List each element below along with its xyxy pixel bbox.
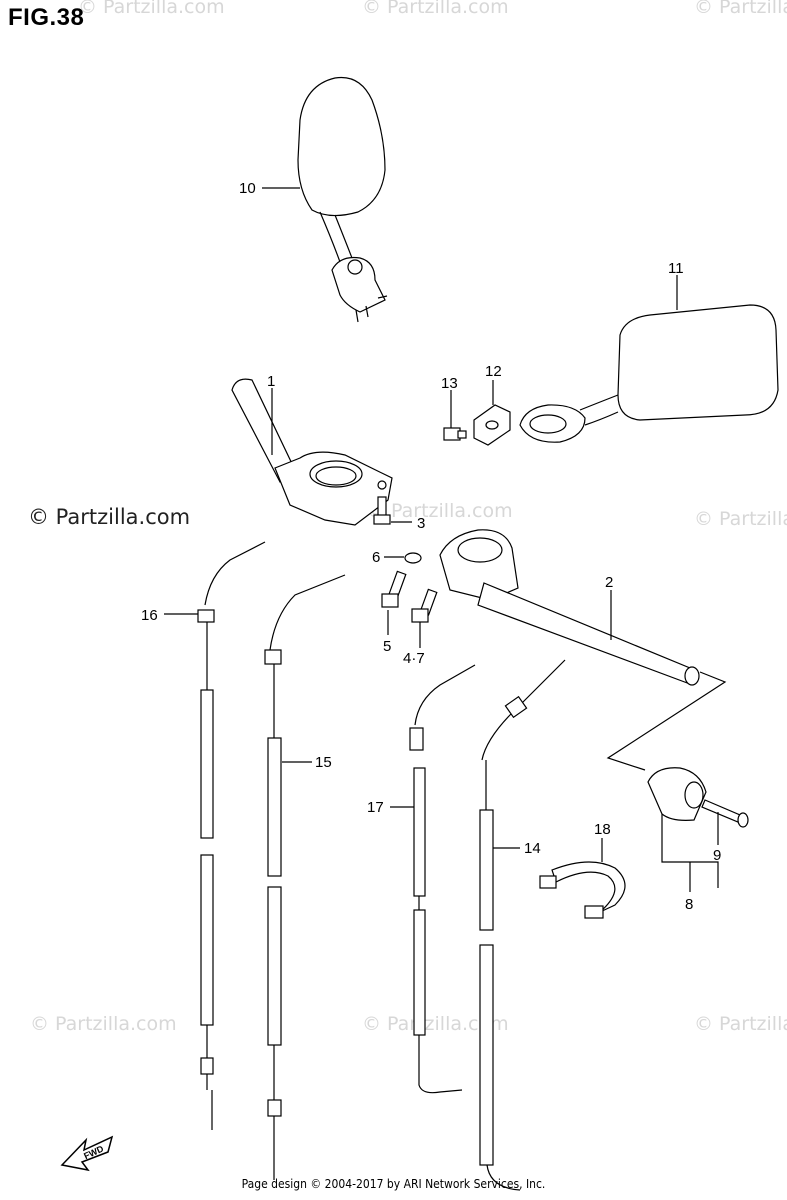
- leader-lines: [164, 187, 727, 892]
- brand-watermark: © Partzilla.com: [28, 505, 191, 529]
- callout-3: 3: [417, 515, 425, 532]
- callout-13: 13: [441, 375, 458, 392]
- callout-18: 18: [594, 821, 611, 838]
- watermark: © Partzilla: [694, 0, 787, 18]
- callouts: 10 11 1 13 12 3 6 5 4·7 2 16 15 17 14 18…: [141, 180, 721, 913]
- callout-6: 6: [372, 549, 380, 566]
- figure-title: FIG.38: [8, 4, 85, 31]
- bar-end-weight[interactable]: [647, 767, 707, 821]
- callout-4-7: 4·7: [403, 650, 425, 667]
- callout-8: 8: [685, 896, 693, 913]
- mirror-right[interactable]: [519, 304, 779, 443]
- clutch-cable[interactable]: [479, 659, 566, 1191]
- mirror-bolt[interactable]: [443, 427, 467, 441]
- choke-cable[interactable]: [409, 664, 476, 1094]
- cable-clamp[interactable]: [539, 861, 626, 919]
- throttle-cable[interactable]: [264, 574, 346, 1180]
- mirror-spacer[interactable]: [473, 404, 511, 446]
- throttle-cable[interactable]: [197, 541, 266, 1130]
- watermark: © Partzilla: [694, 1013, 787, 1035]
- handlebar-left[interactable]: [231, 378, 393, 526]
- watermark: © Partzilla.com: [362, 0, 509, 18]
- fwd-arrow-icon: FWD: [60, 1135, 114, 1172]
- washer[interactable]: [404, 552, 422, 564]
- callout-1: 1: [267, 373, 275, 390]
- watermark: © Partzilla.com: [362, 1013, 509, 1035]
- bolt[interactable]: [381, 570, 407, 608]
- callout-2: 2: [605, 574, 613, 591]
- bar-end-screw[interactable]: [701, 799, 749, 828]
- page-footer: Page design © 2004-2017 by ARI Network S…: [241, 1177, 546, 1191]
- callout-11: 11: [668, 260, 684, 277]
- handlebar-right[interactable]: [439, 529, 700, 686]
- callout-14: 14: [524, 840, 541, 857]
- callout-17: 17: [367, 799, 384, 816]
- callout-12: 12: [485, 363, 502, 380]
- callout-16: 16: [141, 607, 158, 624]
- callout-15: 15: [315, 754, 332, 771]
- bolt[interactable]: [373, 496, 391, 525]
- watermark: © Partzilla.com: [78, 0, 225, 18]
- callout-9: 9: [713, 847, 721, 864]
- watermark: © Partzilla.com: [366, 500, 513, 522]
- bolt[interactable]: [411, 588, 438, 623]
- callout-5: 5: [383, 638, 391, 655]
- watermark: © Partzilla: [694, 508, 787, 530]
- callout-10: 10: [239, 180, 256, 197]
- mirror-left[interactable]: [297, 76, 388, 323]
- watermark: © Partzilla.com: [30, 1013, 177, 1035]
